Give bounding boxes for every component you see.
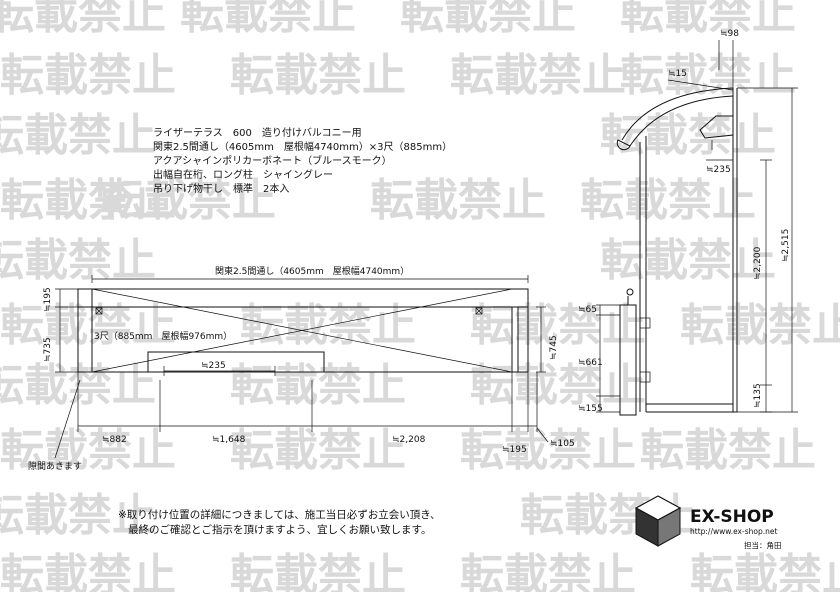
watermark-text: 転載禁止 xyxy=(370,175,546,226)
brand-logo: EX-SHOP http://www.ex-shop.net 担当：角田 xyxy=(634,495,782,550)
watermark-text: 転載禁止 xyxy=(230,550,406,592)
post-marker xyxy=(475,307,483,315)
post-marker xyxy=(475,307,483,315)
watermark-text: 転載禁止 xyxy=(0,50,176,101)
dim-2200: ≒2,200 xyxy=(753,246,763,280)
dim-235-plan: ≒235 xyxy=(201,361,226,371)
dim-105: ≒105 xyxy=(550,439,575,449)
watermark-text: 転載禁止 xyxy=(690,550,840,592)
watermark-text: 転載禁止 xyxy=(0,0,166,39)
dim-661: ≒661 xyxy=(578,358,603,368)
dim-735: ≒735 xyxy=(43,337,53,362)
side-view: ≒98 ≒15 ≒235 ≒65 xyxy=(578,29,798,416)
spec-line: アクアシャインポリカーボネート（ブルースモーク） xyxy=(153,154,392,167)
plan-width-label: 関東2.5間通し（4605mm 屋根幅4740mm） xyxy=(215,265,409,277)
watermark-text: 転載禁止 xyxy=(0,550,176,592)
dim-745: ≒745 xyxy=(549,335,559,360)
plan-depth-label: 3尺（885mm 屋根幅976mm） xyxy=(94,330,232,342)
watermark-text: 転載禁止 xyxy=(0,175,176,226)
watermark-text: 転載禁止 xyxy=(460,550,636,592)
watermark-text: 転載禁止 xyxy=(230,425,406,476)
cross-brace xyxy=(91,288,513,373)
dim-195-right: ≒195 xyxy=(502,445,527,455)
dim-98: ≒98 xyxy=(720,29,739,39)
roof-bracket xyxy=(699,115,734,139)
watermark-text: 転載禁止 xyxy=(470,300,646,351)
note-line: 最終のご確認とご指示を頂けますよう、宜しくお願い致します。 xyxy=(128,523,431,536)
watermark-text: 転載禁止 xyxy=(640,425,816,476)
watermark-text: 転載禁止 xyxy=(600,235,776,286)
spec-line: ライザーテラス 600 造り付けバルコニー用 xyxy=(153,126,362,139)
watermark-text: 転載禁止 xyxy=(680,300,840,351)
spec-line: 吊り下げ物干し 標準 2本入 xyxy=(153,182,289,195)
leader-line xyxy=(54,379,81,459)
staff-label: 担当：角田 xyxy=(744,540,782,550)
watermark-text: 転載禁止 xyxy=(230,50,406,101)
dim-882: ≒882 xyxy=(102,435,127,445)
watermark-text: 転載禁止 xyxy=(620,50,796,101)
watermark-text: 転載禁止 xyxy=(230,360,406,411)
watermark-text: 転載禁止 xyxy=(100,175,276,226)
brand-url: http://www.ex-shop.net xyxy=(690,527,777,536)
logo-cube-right xyxy=(657,507,681,547)
watermark-text: 転載禁止 xyxy=(600,110,776,161)
dim-2208: ≒2,208 xyxy=(392,435,426,445)
watermark-text: 転載禁止 xyxy=(450,50,626,101)
watermark-text: 転載禁止 xyxy=(470,360,646,411)
dim-1648: ≒1,648 xyxy=(212,435,246,445)
brand-name: EX-SHOP xyxy=(690,507,774,527)
dim-195-left: ≒195 xyxy=(43,287,53,312)
watermark-text: 転載禁止 xyxy=(0,110,156,161)
dim-235-side: ≒235 xyxy=(706,165,731,175)
watermark-text: 転載禁止 xyxy=(620,0,796,39)
watermark-text: 転載禁止 xyxy=(460,425,636,476)
footer-note: ※取り付け位置の詳細につきましては、施工当日必ずお立会い頂き、 最終のご確認とご… xyxy=(118,508,441,536)
watermark-text: 転載禁止 xyxy=(0,300,176,351)
spec-line: 出幅自在桁、ロング柱 シャイングレー xyxy=(153,168,333,181)
railing-cap xyxy=(626,288,634,296)
spec-line: 関東2.5間通し（4605mm 屋根幅4740mm）×3尺（885mm） xyxy=(153,140,452,153)
leader-line xyxy=(536,427,549,443)
column-bracket xyxy=(639,317,651,329)
watermark-text: 転載禁止 xyxy=(0,490,156,541)
gap-note: 隙間あきます xyxy=(28,460,82,472)
dim-135: ≒135 xyxy=(753,383,763,408)
dim-2515: ≒2,515 xyxy=(781,229,791,262)
post-marker xyxy=(95,307,103,315)
dim-15: ≒15 xyxy=(668,69,687,79)
watermark-text: 転載禁止 xyxy=(0,425,176,476)
gutter xyxy=(616,139,631,151)
plan-view: 関東2.5間通し（4605mm 屋根幅4740mm） 3尺（885mm 屋根幅9… xyxy=(28,265,575,472)
note-line: ※取り付け位置の詳細につきましては、施工当日必ずお立会い頂き、 xyxy=(118,508,441,521)
drying-rod-box xyxy=(147,351,325,373)
watermark-text: 転載禁止 xyxy=(0,235,156,286)
watermark-text: 転載禁止 xyxy=(400,0,576,39)
watermark-text: 転載禁止 xyxy=(180,0,356,39)
dim-65: ≒65 xyxy=(578,305,597,315)
roof-arc xyxy=(621,87,734,141)
dim-155: ≒155 xyxy=(578,404,603,414)
column-bracket xyxy=(639,371,651,383)
roof-arc-inner xyxy=(629,95,734,147)
watermark-text: 転載禁止 xyxy=(580,175,756,226)
spec-block: ライザーテラス 600 造り付けバルコニー用 関東2.5間通し（4605mm 屋… xyxy=(153,126,452,195)
post-marker xyxy=(95,307,103,315)
